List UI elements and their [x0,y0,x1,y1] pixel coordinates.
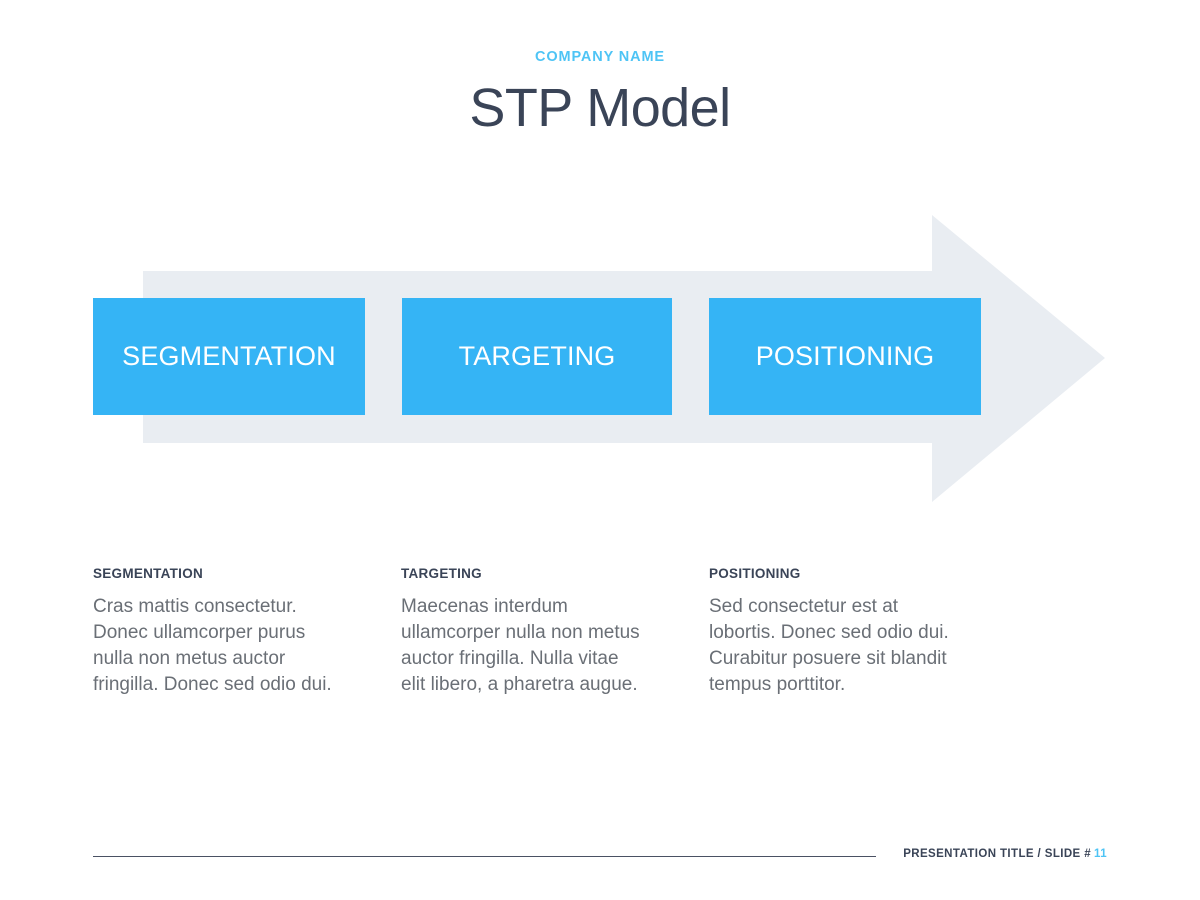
description-title: POSITIONING [709,566,801,581]
description-title: SEGMENTATION [93,566,203,581]
stage-label: TARGETING [458,341,616,371]
stage-box-segmentation[interactable]: SEGMENTATION [93,298,365,415]
description-body: Maecenas interdum ullamcorper nulla non … [401,596,640,695]
stage-label: SEGMENTATION [122,341,336,371]
company-name-eyebrow: COMPANY NAME [535,49,665,65]
footer-label: PRESENTATION TITLE / SLIDE # [903,848,1092,860]
description-column-segmentation: SEGMENTATION Cras mattis consectetur. Do… [93,566,338,698]
slide-number: 11 [1094,848,1107,860]
description-column-positioning: POSITIONING Sed consectetur est at lobor… [709,566,954,698]
footer: PRESENTATION TITLE / SLIDE #11 [903,848,1107,860]
page-title: STP Model [469,78,731,138]
stage-box-targeting[interactable]: TARGETING [402,298,672,415]
description-column-targeting: TARGETING Maecenas interdum ullamcorper … [401,566,646,698]
stage-label: POSITIONING [755,341,935,371]
footer-divider [93,856,876,857]
description-body: Cras mattis consectetur. Donec ullamcorp… [93,596,332,695]
description-title: TARGETING [401,566,482,581]
stage-box-positioning[interactable]: POSITIONING [709,298,981,415]
description-body: Sed consectetur est at lobortis. Donec s… [709,596,949,695]
